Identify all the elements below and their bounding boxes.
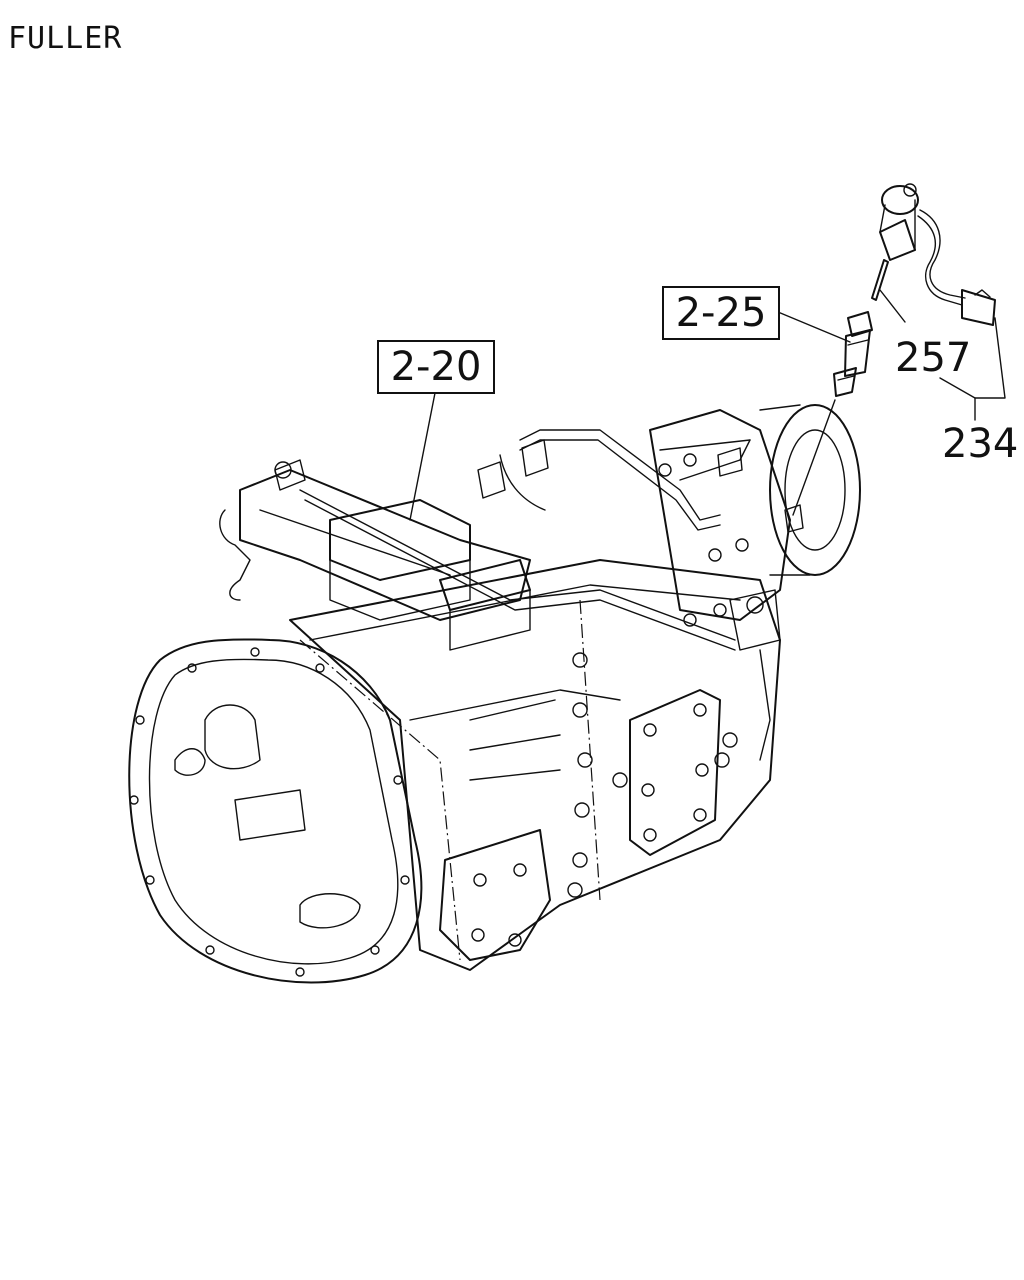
callout-257[interactable]: 257	[895, 335, 972, 381]
leader-lines	[409, 289, 1006, 521]
pin-icon	[871, 259, 889, 301]
sensor-harness-icon	[879, 183, 996, 326]
reference-2-25-label: 2-25	[675, 290, 767, 336]
reference-2-20-label: 2-20	[390, 344, 482, 390]
speed-sensor-icon	[833, 311, 873, 397]
callout-234[interactable]: 234	[942, 421, 1019, 467]
transmission-assembly-icon	[128, 404, 861, 984]
reference-2-20[interactable]: 2-20	[377, 340, 495, 394]
brand-label: FULLER	[8, 21, 123, 56]
reference-2-25[interactable]: 2-25	[662, 286, 780, 340]
